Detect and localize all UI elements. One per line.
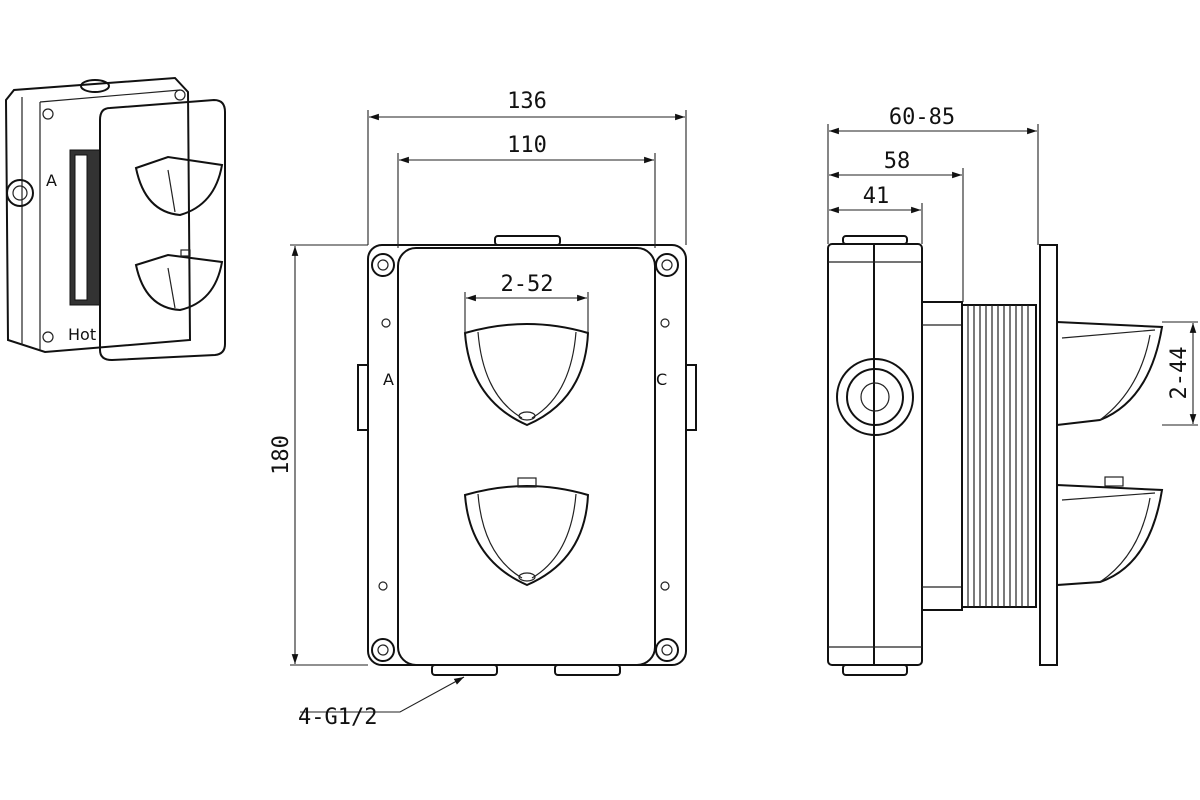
dim-2-44: 2-44 xyxy=(1167,347,1192,400)
dim-136: 136 xyxy=(507,89,547,114)
front-mark-a: A xyxy=(383,370,394,389)
port-callout: 4-G1/2 xyxy=(298,705,377,730)
lower-handle xyxy=(463,477,590,587)
dim-2-52: 2-52 xyxy=(501,272,554,297)
iso-mark-hot: Hot xyxy=(68,325,96,344)
thread xyxy=(967,305,1029,607)
iso-mark-a: A xyxy=(46,171,57,190)
dim-110: 110 xyxy=(507,133,547,158)
front-mark-c: C xyxy=(656,370,667,389)
dim-41: 41 xyxy=(863,184,890,209)
side-view: 60-85 58 41 2-44 xyxy=(827,105,1198,676)
isometric-view: A Hot xyxy=(4,76,226,362)
upper-handle xyxy=(463,323,590,427)
dim-58: 58 xyxy=(884,149,911,174)
dim-180: 180 xyxy=(269,435,294,475)
screw-holes xyxy=(371,253,679,662)
dim-60-85: 60-85 xyxy=(889,105,955,130)
front-view: A C 136 110 2-52 180 4-G1/2 xyxy=(269,89,697,730)
